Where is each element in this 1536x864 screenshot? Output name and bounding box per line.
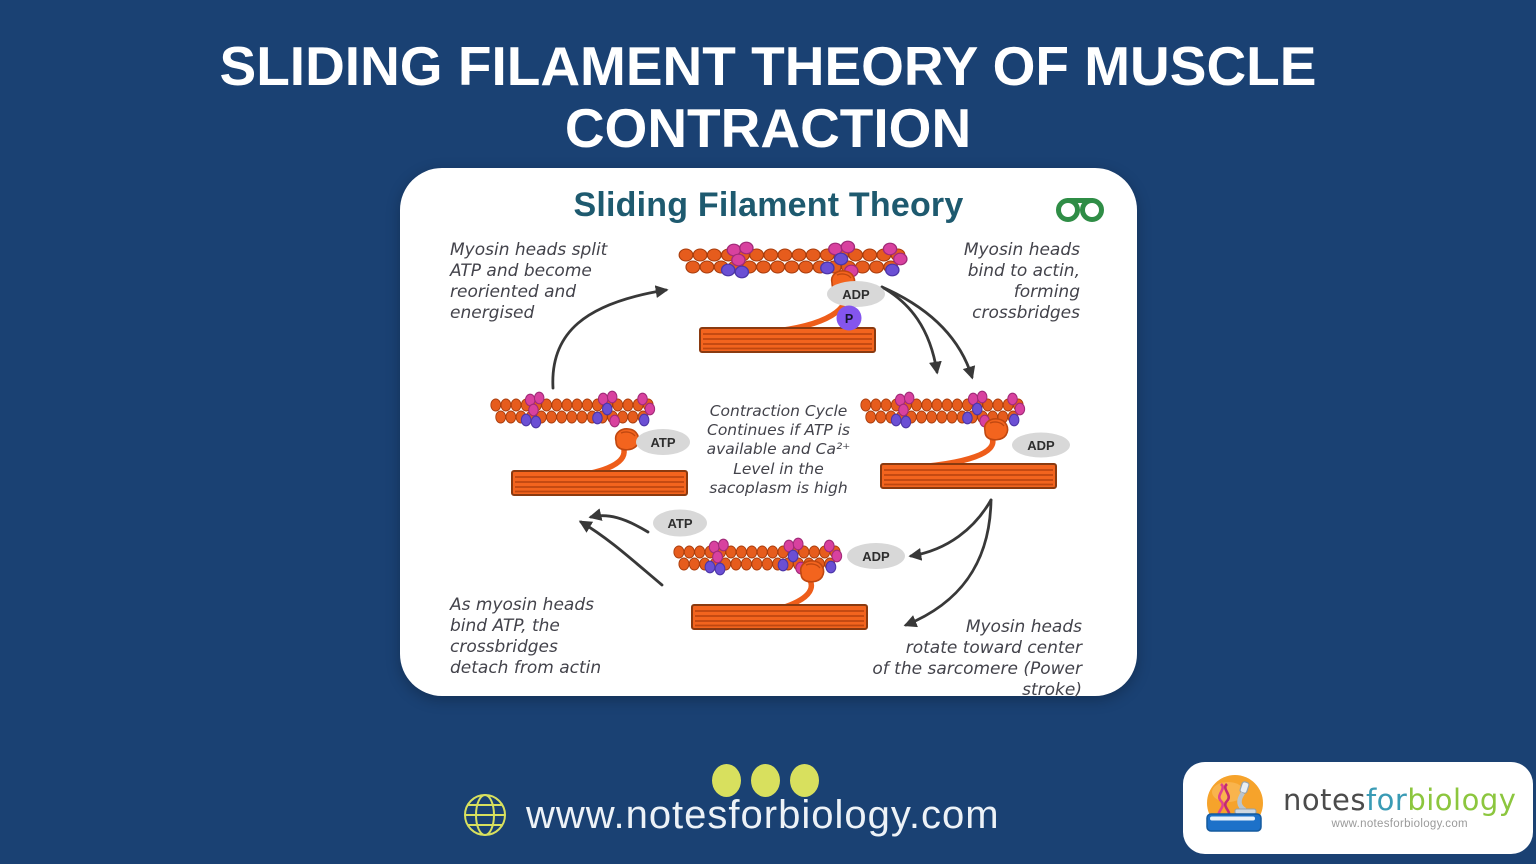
actin-filament (686, 241, 907, 278)
caption-power-stroke: Myosin heads rotate toward center of the… (872, 617, 1082, 701)
atp-oval (653, 509, 707, 537)
myosin-head (614, 428, 640, 451)
diagram-title: Sliding Filament Theory (573, 186, 964, 224)
arrow-detach-to-split (551, 285, 669, 390)
cycle-diagram: ADP P ADP ATP ADP (400, 168, 1070, 630)
arrow-bind-to-power-2 (903, 498, 993, 628)
phosphate-circle (836, 305, 862, 331)
caption-contraction-cycle: Contraction Cycle Continues if ATP is av… (706, 402, 851, 497)
myosin-head (983, 418, 1009, 441)
caption-bind-actin: Myosin heads bind to actin, forming cros… (963, 240, 1080, 324)
page-title: SLIDING FILAMENT THEORY OF MUSCLE CONTRA… (219, 35, 1317, 159)
website-row: www.notesforbiology.com (462, 792, 1000, 838)
diagram-card: Sliding Filament Theory (400, 168, 1137, 700)
stage-powerstroke-illustration: ATP ADP (653, 509, 905, 630)
adp-oval (1012, 432, 1070, 458)
myosin-thick-filament (699, 327, 876, 353)
badge-text: notesforbiology www.notesforbiology.com (1283, 783, 1517, 831)
arrow-split-to-bind-2 (880, 285, 976, 380)
caption-detach: As myosin heads bind ATP, the crossbridg… (450, 595, 602, 679)
notesforbiology-logo-icon (1206, 775, 1263, 832)
phosphate-label: P (845, 312, 853, 326)
brand-wordmark: notesforbiology (1283, 783, 1517, 817)
caption-split-atp: Myosin heads split ATP and become reorie… (450, 240, 608, 324)
adp-label: ADP (862, 549, 890, 564)
badge-url: www.notesforbiology.com (1331, 818, 1468, 830)
adp-label: ADP (842, 287, 870, 302)
stage-detached-illustration: ATP (496, 391, 690, 496)
arrow-power-to-detach-2 (578, 520, 664, 587)
stage-crossbridge-illustration: ADP (866, 391, 1070, 489)
globe-icon (464, 794, 506, 836)
dot (790, 764, 819, 797)
arrow-power-to-detach-1 (588, 508, 650, 534)
adp-oval (827, 281, 885, 307)
atp-label: ATP (650, 435, 675, 450)
atp-label: ATP (667, 516, 692, 531)
dot (712, 764, 741, 797)
stage-reoriented-illustration: ADP P (686, 241, 907, 353)
dot (751, 764, 780, 797)
myosin-head (799, 560, 825, 583)
geeksforgeeks-icon (1056, 198, 1104, 222)
actin-filament (496, 391, 655, 428)
decorative-dots (712, 764, 819, 797)
cycle-arrows (551, 285, 993, 628)
atp-oval (636, 429, 690, 455)
myosin-thick-filament (880, 463, 1057, 489)
adp-oval (847, 543, 905, 569)
myosin-thick-filament (511, 470, 688, 496)
brand-badge: notesforbiology www.notesforbiology.com (1183, 762, 1533, 854)
arrow-bind-to-power-1 (908, 498, 993, 561)
adp-label: ADP (1027, 438, 1055, 453)
website-url: www.notesforbiology.com (526, 792, 1000, 837)
